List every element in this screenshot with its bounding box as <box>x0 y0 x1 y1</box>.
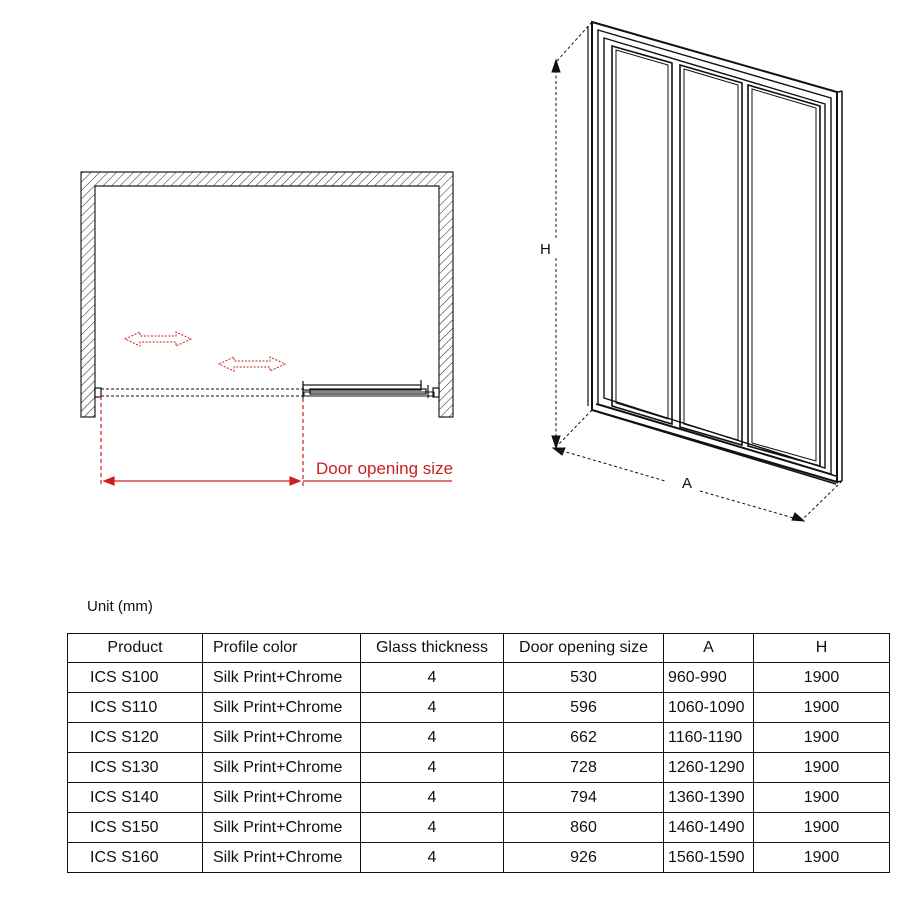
cell-door-opening-size: 860 <box>503 812 664 843</box>
plan-door-panels-stacked <box>302 380 435 398</box>
cell-product: ICS S160 <box>67 842 203 873</box>
width-dimension <box>551 447 843 522</box>
table-row: ICS S100 Silk Print+Chrome 4 530 960-990… <box>67 662 890 693</box>
plan-door-track-open <box>101 388 304 397</box>
header-profile-color: Profile color <box>202 633 361 663</box>
cell-h: 1900 <box>753 692 890 723</box>
cell-door-opening-size: 662 <box>503 722 664 753</box>
cell-h: 1900 <box>753 752 890 783</box>
header-door-opening-size: Door opening size <box>503 633 664 663</box>
header-a: A <box>663 633 754 663</box>
header-h: H <box>753 633 890 663</box>
cell-glass-thickness: 4 <box>360 812 504 843</box>
table-row: ICS S160 Silk Print+Chrome 4 926 1560-15… <box>67 842 890 873</box>
cell-profile-color: Silk Print+Chrome <box>202 812 361 843</box>
door-opening-dimension <box>100 396 452 486</box>
cell-door-opening-size: 530 <box>503 662 664 693</box>
cell-a: 1460-1490 <box>663 812 754 843</box>
elevation-panel-left <box>611 44 673 426</box>
cell-profile-color: Silk Print+Chrome <box>202 692 361 723</box>
cell-product: ICS S120 <box>67 722 203 753</box>
elevation-panel-right <box>747 83 821 468</box>
cell-product: ICS S140 <box>67 782 203 813</box>
cell-profile-color: Silk Print+Chrome <box>202 842 361 873</box>
cell-door-opening-size: 794 <box>503 782 664 813</box>
cell-profile-color: Silk Print+Chrome <box>202 782 361 813</box>
cell-door-opening-size: 728 <box>503 752 664 783</box>
table-header-row: Product Profile color Glass thickness Do… <box>67 633 890 663</box>
cell-a: 1260-1290 <box>663 752 754 783</box>
cell-profile-color: Silk Print+Chrome <box>202 662 361 693</box>
height-label: H <box>540 241 551 258</box>
cell-product: ICS S110 <box>67 692 203 723</box>
cell-a: 1560-1590 <box>663 842 754 873</box>
specification-table: Product Profile color Glass thickness Do… <box>67 633 890 873</box>
plan-wall-hatched <box>80 171 454 418</box>
cell-h: 1900 <box>753 812 890 843</box>
cell-glass-thickness: 4 <box>360 752 504 783</box>
table-row: ICS S110 Silk Print+Chrome 4 596 1060-10… <box>67 692 890 723</box>
cell-h: 1900 <box>753 722 890 753</box>
cell-product: ICS S150 <box>67 812 203 843</box>
table-row: ICS S120 Silk Print+Chrome 4 662 1160-11… <box>67 722 890 753</box>
cell-door-opening-size: 926 <box>503 842 664 873</box>
plan-view: Door opening size <box>80 171 454 486</box>
cell-h: 1900 <box>753 842 890 873</box>
table-row: ICS S140 Silk Print+Chrome 4 794 1360-13… <box>67 782 890 813</box>
cell-glass-thickness: 4 <box>360 782 504 813</box>
plan-slide-arrows <box>123 331 287 372</box>
door-opening-size-label: Door opening size <box>316 459 453 478</box>
height-dimension <box>551 21 593 450</box>
cell-product: ICS S130 <box>67 752 203 783</box>
cell-h: 1900 <box>753 662 890 693</box>
cell-glass-thickness: 4 <box>360 662 504 693</box>
cell-profile-color: Silk Print+Chrome <box>202 722 361 753</box>
cell-h: 1900 <box>753 782 890 813</box>
cell-profile-color: Silk Print+Chrome <box>202 752 361 783</box>
slide-arrow-upper <box>123 331 193 347</box>
cell-a: 1160-1190 <box>663 722 754 753</box>
diagram-canvas: Door opening size <box>80 20 843 522</box>
width-label: A <box>682 475 692 492</box>
cell-glass-thickness: 4 <box>360 692 504 723</box>
slide-arrow-lower <box>217 356 287 372</box>
cell-door-opening-size: 596 <box>503 692 664 723</box>
cell-a: 960-990 <box>663 662 754 693</box>
plan-left-post <box>94 387 102 398</box>
cell-product: ICS S100 <box>67 662 203 693</box>
header-glass-thickness: Glass thickness <box>360 633 504 663</box>
elevation-door-panels <box>611 44 821 468</box>
cell-a: 1360-1390 <box>663 782 754 813</box>
cell-a: 1060-1090 <box>663 692 754 723</box>
elevation-panel-middle <box>679 63 743 447</box>
cell-glass-thickness: 4 <box>360 842 504 873</box>
header-product: Product <box>67 633 203 663</box>
elevation-view: H A <box>540 20 843 522</box>
cell-glass-thickness: 4 <box>360 722 504 753</box>
table-row: ICS S130 Silk Print+Chrome 4 728 1260-12… <box>67 752 890 783</box>
table-row: ICS S150 Silk Print+Chrome 4 860 1460-14… <box>67 812 890 843</box>
unit-label: Unit (mm) <box>87 598 153 615</box>
